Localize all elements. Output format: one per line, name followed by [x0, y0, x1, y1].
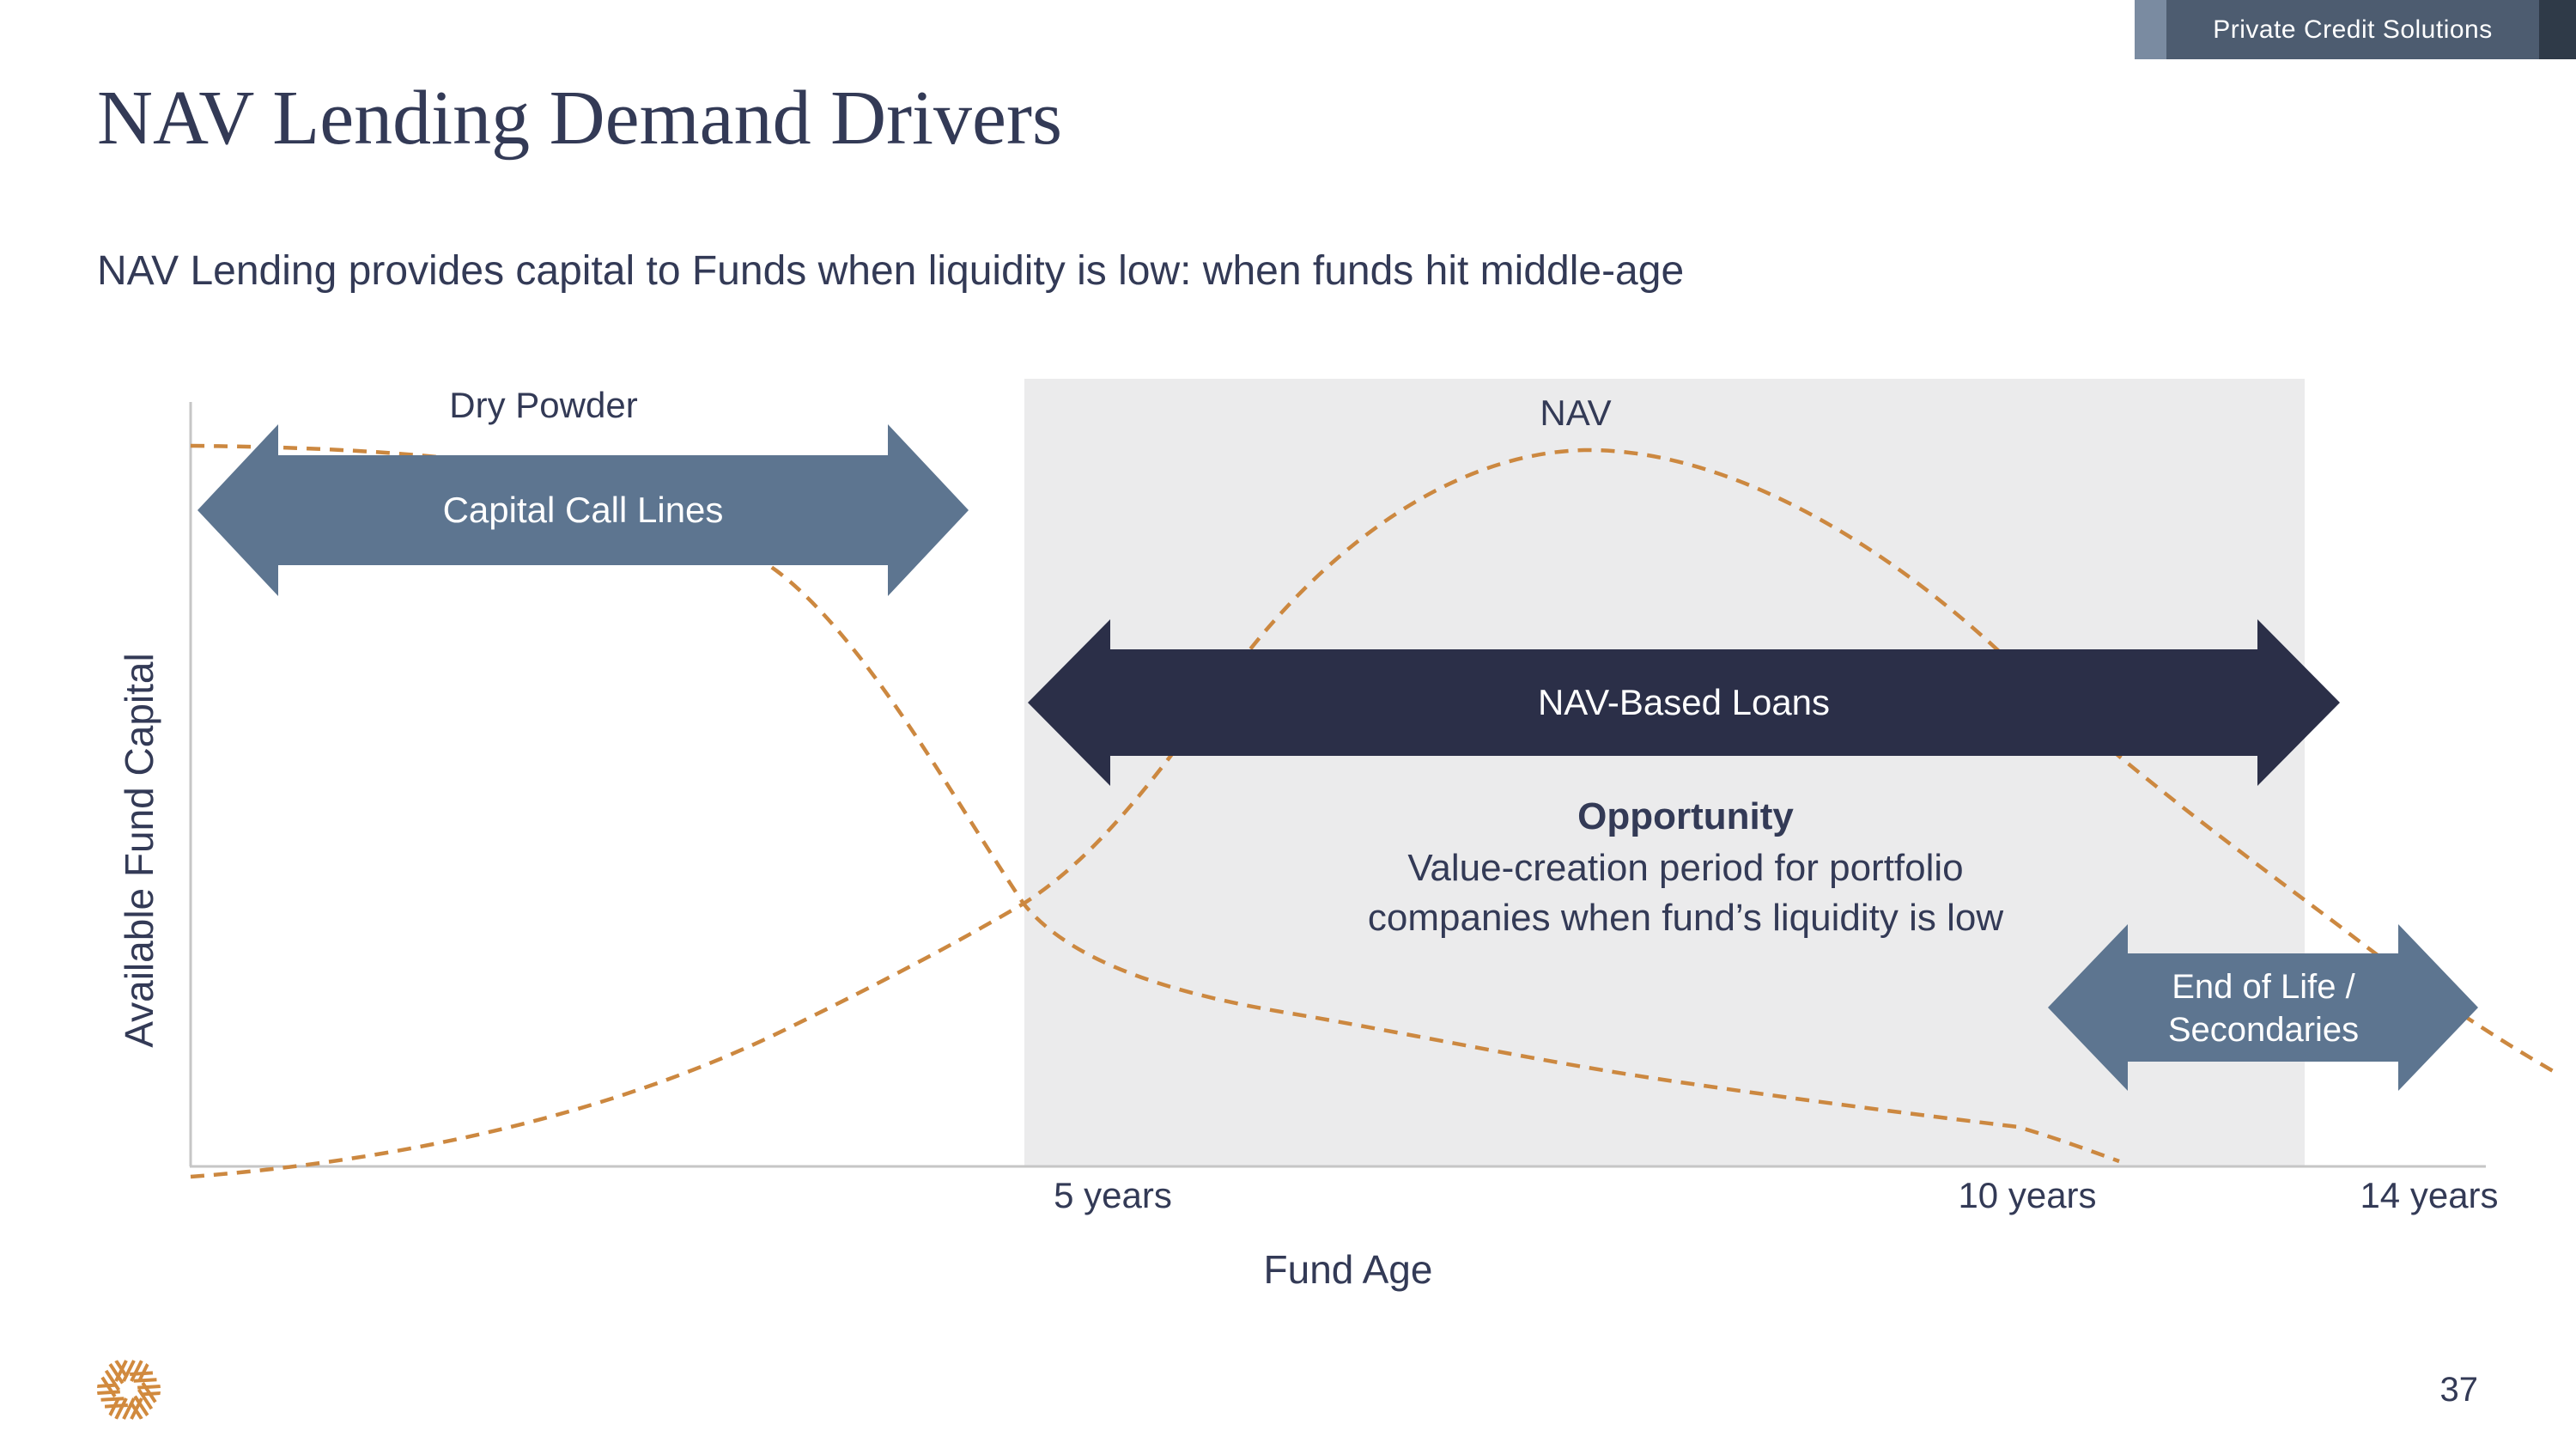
x-tick-14-years: 14 years	[2360, 1175, 2498, 1215]
x-tick-10-years: 10 years	[1958, 1175, 2096, 1215]
end-of-life-label-line1: End of Life /	[2172, 968, 2355, 1006]
opportunity-title: Opportunity	[1577, 795, 1794, 837]
nav-curve	[190, 447, 2556, 1179]
dry-powder-curve-label: Dry Powder	[449, 385, 637, 425]
x-axis-title: Fund Age	[1264, 1247, 1433, 1292]
end-of-life-secondaries-arrow	[2048, 924, 2478, 1091]
capital-call-lines-arrow	[197, 424, 969, 596]
end-of-life-label-line2: Secondaries	[2168, 1011, 2359, 1049]
company-logo-starburst-icon	[97, 1358, 161, 1422]
page-subtitle: NAV Lending provides capital to Funds wh…	[97, 248, 1685, 294]
page-number: 37	[2439, 1371, 2479, 1409]
badge-label: Private Credit Solutions	[2213, 15, 2493, 44]
page-title: NAV Lending Demand Drivers	[97, 76, 1062, 161]
opportunity-line1: Value-creation period for portfolio	[1407, 847, 1963, 889]
badge-accent-light	[2135, 0, 2166, 59]
nav-based-loans-arrow	[1028, 619, 2340, 786]
section-badge: Private Credit Solutions	[2135, 0, 2576, 59]
nav-curve-label: NAV	[1540, 393, 1611, 433]
badge-accent-dark	[2539, 0, 2576, 59]
dry-powder-curve	[190, 443, 2120, 1164]
opportunity-line2: companies when fund’s liquidity is low	[1368, 897, 2003, 939]
nav-based-loans-arrow-label: NAV-Based Loans	[1538, 682, 1830, 722]
badge-main: Private Credit Solutions	[2166, 0, 2539, 59]
y-axis-title: Available Fund Capital	[117, 653, 161, 1047]
capital-call-lines-arrow-label: Capital Call Lines	[443, 490, 724, 530]
x-tick-5-years: 5 years	[1054, 1175, 1172, 1215]
